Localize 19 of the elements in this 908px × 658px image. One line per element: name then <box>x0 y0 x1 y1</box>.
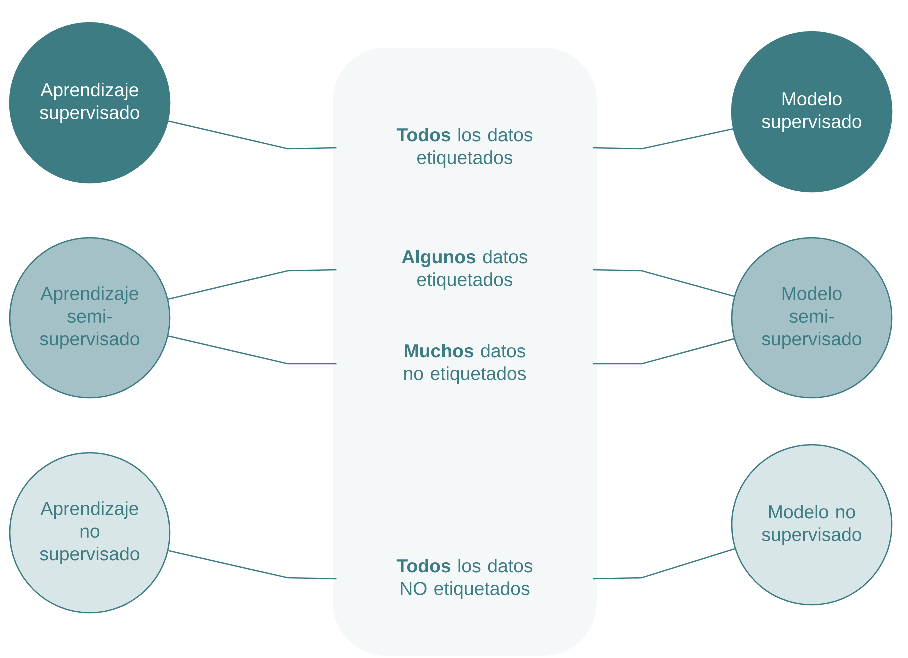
connector-line <box>168 120 337 150</box>
connector-line <box>168 336 337 365</box>
data-text: Todos los datos NO etiquetados <box>396 558 533 600</box>
connector-line <box>593 269 734 298</box>
data-text: Todos los datos etiquetados <box>396 128 533 168</box>
circle-node: Modelo semi-supervisado <box>731 237 893 399</box>
data-text: Algunos datos etiquetados <box>402 250 528 290</box>
circle-node: Modelo no supervisado <box>731 444 893 606</box>
connector-line <box>593 548 736 580</box>
circle-node: Aprendizaje supervisado <box>9 22 171 184</box>
circle-node: Aprendizaje semi-supervisado <box>9 237 171 399</box>
circle-node: Aprendizaje no supervisado <box>9 452 171 614</box>
panel-background <box>333 48 597 656</box>
connector-line <box>593 128 734 150</box>
circle-node: Modelo supervisado <box>731 31 893 193</box>
connector-line <box>168 269 337 300</box>
data-text: Muchos datos no etiquetados <box>404 344 526 384</box>
connector-line <box>593 338 734 365</box>
connector-line <box>168 550 337 580</box>
